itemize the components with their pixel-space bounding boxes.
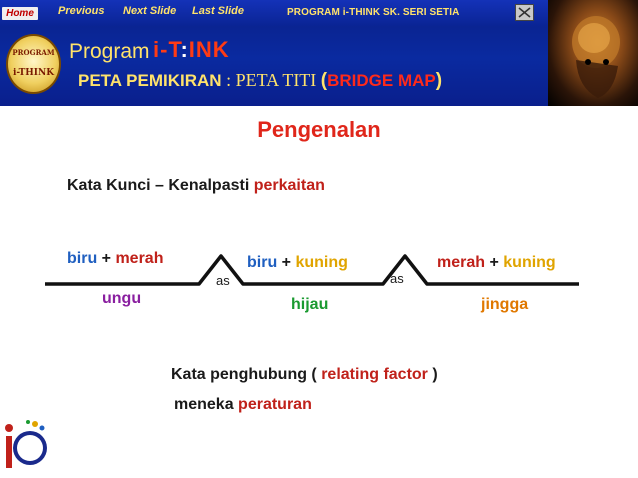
relating-as-2: as: [390, 271, 404, 286]
close-button[interactable]: [515, 4, 534, 21]
logo-top-text: PROGRAM: [12, 48, 55, 57]
relating-prefix: Kata penghubung (: [171, 366, 322, 383]
nav-bar: Home Previous Next Slide Last Slide PROG…: [0, 0, 548, 26]
subtitle-paren-close: ): [435, 70, 443, 91]
close-icon: [518, 7, 531, 18]
last-slide-button[interactable]: Last Slide: [192, 5, 244, 17]
pair-1-right: merah: [115, 250, 164, 267]
ithink-corner-logo: [5, 420, 47, 468]
logo-bottom-text: i-THINK: [12, 68, 55, 78]
pair-2-top: biru + kuning: [247, 254, 348, 272]
subtitle-b: PETA TITI: [235, 70, 321, 90]
pair-1-plus: +: [97, 250, 116, 267]
next-slide-button[interactable]: Next Slide: [123, 5, 177, 17]
ithink-title-part1: i-T: [153, 37, 181, 62]
subtitle-sep: :: [221, 70, 236, 90]
program-label: Program: [69, 40, 150, 63]
pair-3-bottom: jingga: [481, 296, 529, 313]
subtitle-a: PETA PEMIKIRAN: [78, 71, 222, 90]
pair-2-left: biru: [247, 254, 278, 271]
ithink-title: i-T:INK: [153, 37, 230, 63]
relating-word: relating factor: [321, 366, 428, 383]
slide-heading: Pengenalan: [257, 117, 381, 142]
header-banner: Home Previous Next Slide Last Slide PROG…: [0, 0, 638, 106]
rule-line: meneka peraturan: [174, 396, 312, 414]
ithink-dots-icon: :: [180, 37, 189, 62]
keyword-line: Kata Kunci – Kenalpasti perkaitan: [67, 177, 325, 195]
subtitle-paren-open: (: [320, 70, 328, 91]
rule-prefix: meneka: [174, 396, 239, 413]
subtitle: PETA PEMIKIRAN : PETA TITI (BRIDGE MAP): [78, 70, 442, 92]
rule-word: peraturan: [238, 396, 312, 413]
pair-3-left: merah: [437, 254, 486, 271]
pair-3-right: kuning: [503, 254, 556, 271]
home-button[interactable]: Home: [2, 7, 38, 20]
relating-factor-line: Kata penghubung ( relating factor ): [171, 366, 438, 384]
brain-head-icon: [572, 16, 620, 98]
pair-1-bottom: ungu: [102, 290, 142, 307]
brain-head-image: [548, 0, 638, 106]
pair-3-plus: +: [485, 254, 504, 271]
pair-1-left: biru: [67, 250, 98, 267]
previous-button[interactable]: Previous: [58, 5, 105, 17]
nav-title: PROGRAM i-THINK SK. SERI SETIA: [287, 7, 460, 18]
subtitle-c: BRIDGE MAP: [327, 71, 436, 90]
ithink-logo: PROGRAM i-THINK: [6, 34, 61, 94]
keyword-word: perkaitan: [253, 177, 325, 194]
pair-2-right: kuning: [295, 254, 348, 271]
keyword-prefix: Kata Kunci – Kenalpasti: [67, 177, 254, 194]
relating-as-1: as: [216, 273, 230, 288]
pair-2-bottom: hijau: [291, 296, 329, 313]
relating-suffix: ): [427, 366, 438, 383]
pair-3-top: merah + kuning: [437, 254, 556, 272]
pair-1-top: biru + merah: [67, 250, 163, 268]
pair-2-plus: +: [277, 254, 296, 271]
ithink-title-part2: INK: [188, 37, 230, 62]
